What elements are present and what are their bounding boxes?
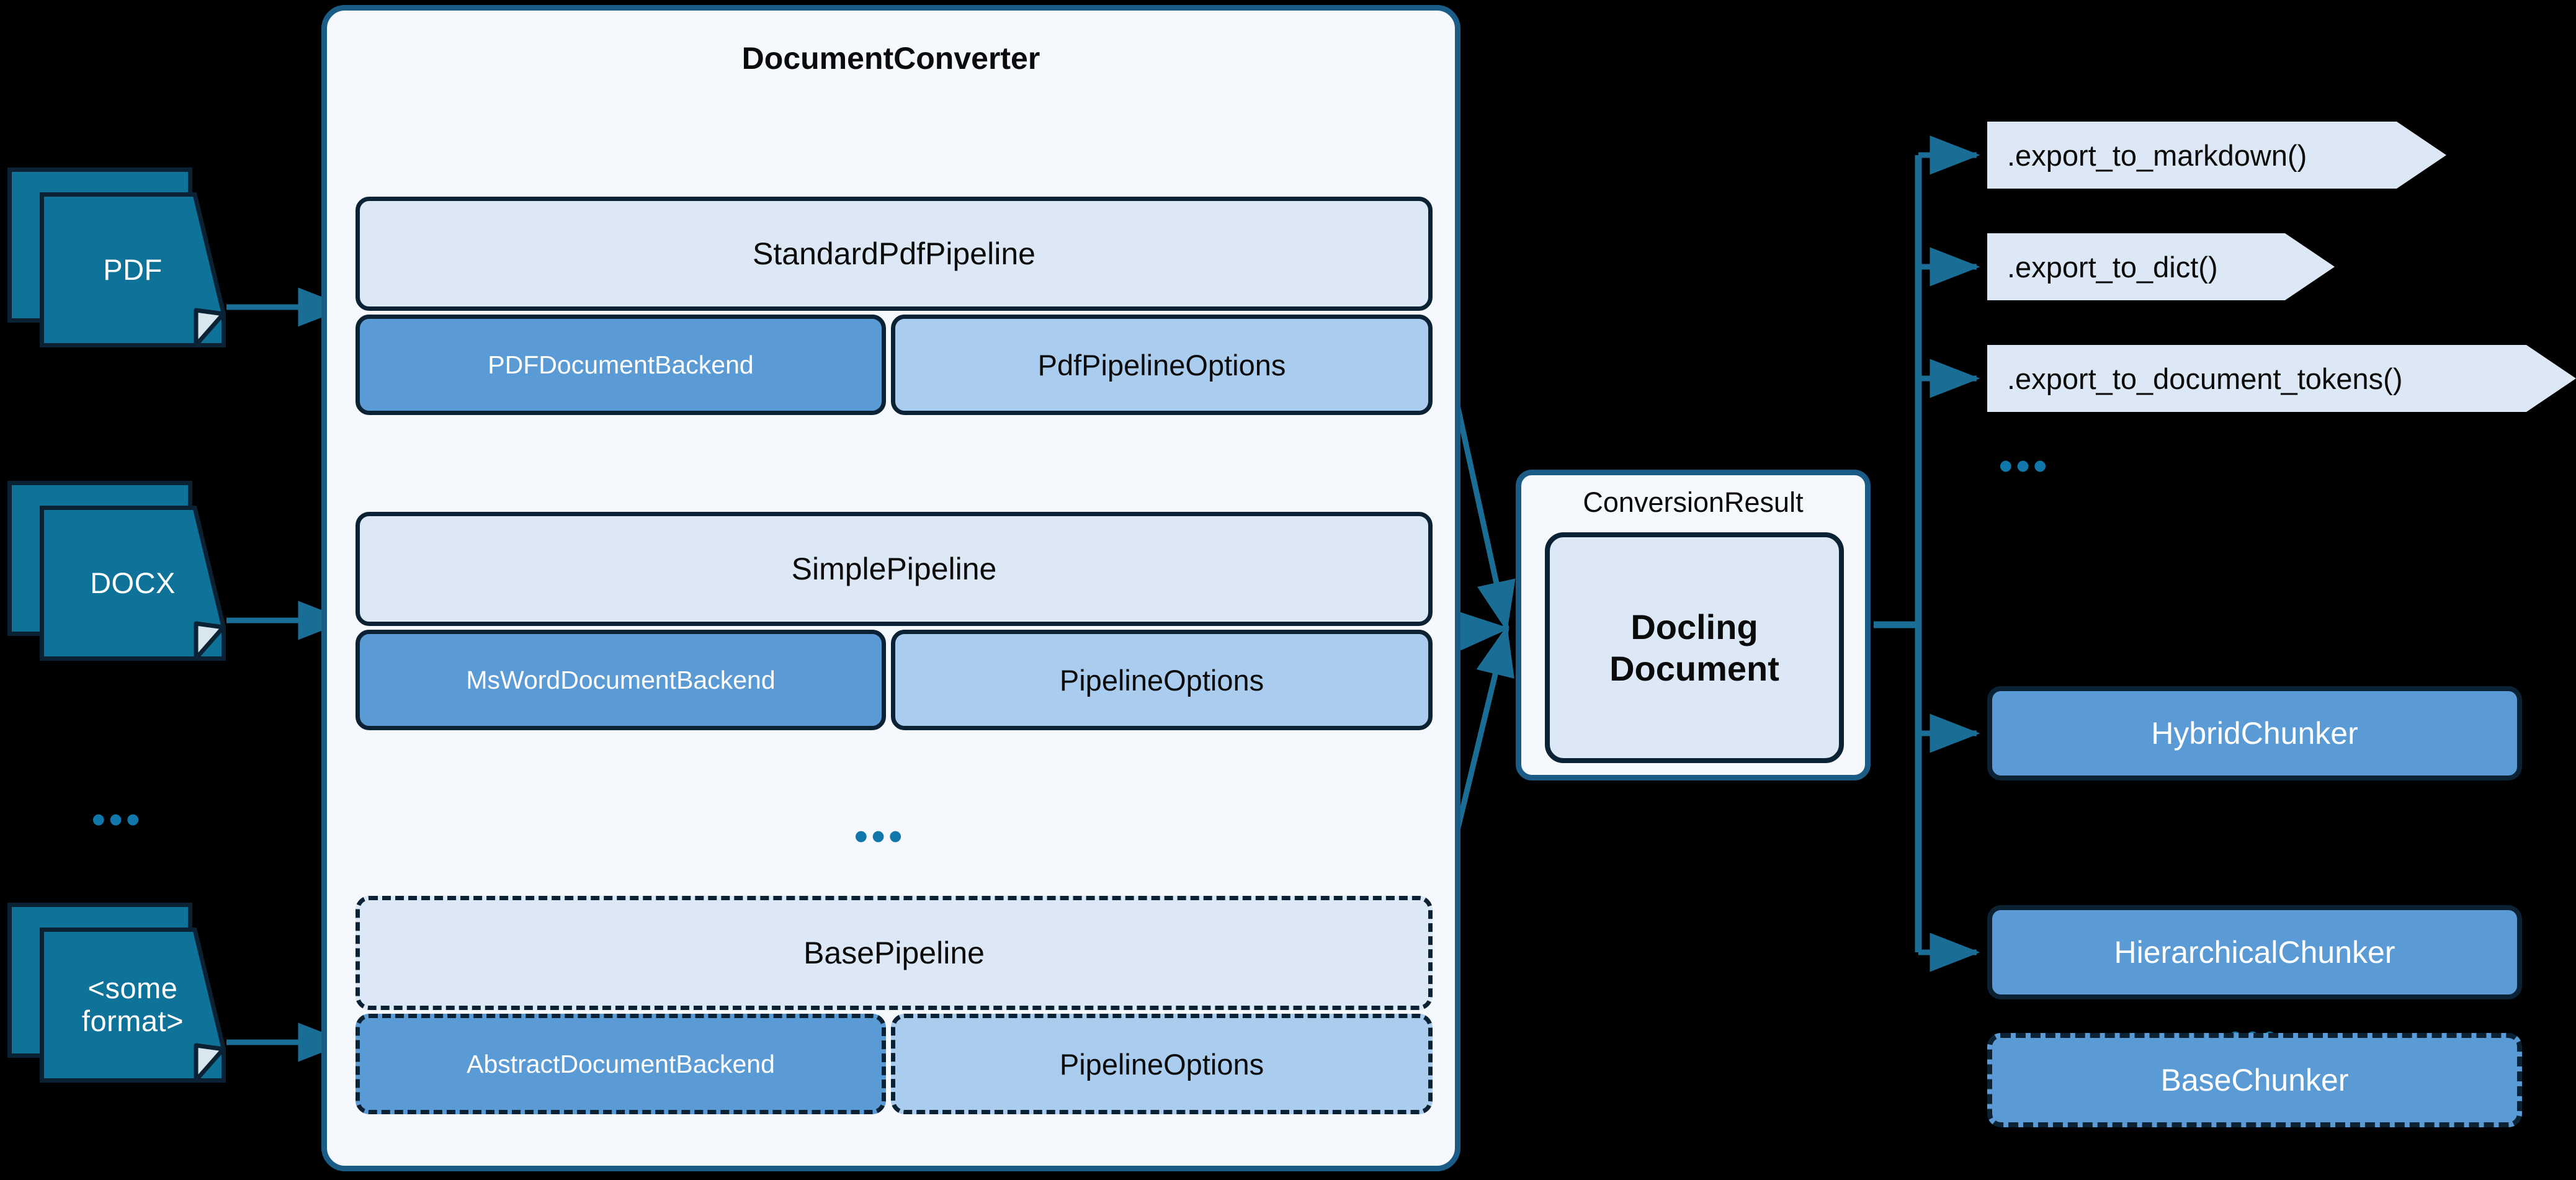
input-doc-pdf[interactable]: PDF bbox=[7, 168, 231, 354]
export-chip-label: .export_to_dict() bbox=[2007, 250, 2218, 284]
pipeline-standard-pdf[interactable]: StandardPdfPipeline PDFDocumentBackend P… bbox=[356, 197, 1433, 415]
pipeline-name: StandardPdfPipeline bbox=[356, 197, 1433, 311]
input-doc-label: PDF bbox=[103, 253, 163, 286]
chunker-hybrid[interactable]: HybridChunker bbox=[1987, 686, 2522, 780]
pipeline-name: SimplePipeline bbox=[356, 512, 1433, 626]
docling-document-line2: Document bbox=[1609, 649, 1779, 688]
pipeline-options[interactable]: PipelineOptions bbox=[891, 630, 1433, 730]
document-stack-icon bbox=[40, 192, 226, 347]
export-chip-label: .export_to_document_tokens() bbox=[2007, 362, 2403, 395]
export-chip-dict[interactable]: .export_to_dict() bbox=[1987, 233, 2335, 300]
pipeline-backend[interactable]: PDFDocumentBackend bbox=[356, 315, 886, 415]
input-doc-docx[interactable]: DOCX bbox=[7, 481, 231, 667]
exports-ellipsis: ••• bbox=[1999, 445, 2051, 488]
export-chip-markdown[interactable]: .export_to_markdown() bbox=[1987, 122, 2446, 189]
input-doc-label-line1: <some bbox=[87, 972, 178, 1005]
chunker-base[interactable]: BaseChunker bbox=[1987, 1033, 2522, 1127]
page-title: DocumentConverter bbox=[741, 41, 1040, 76]
document-stack-icon bbox=[40, 927, 226, 1083]
inputs-ellipsis: ••• bbox=[92, 798, 144, 841]
input-doc-label: <some format> bbox=[40, 927, 226, 1083]
pipeline-backend[interactable]: AbstractDocumentBackend bbox=[356, 1014, 886, 1114]
docling-document-box[interactable]: Docling Document bbox=[1545, 532, 1844, 763]
conversion-result-panel: ConversionResult Docling Document bbox=[1516, 470, 1871, 780]
pipeline-options[interactable]: PdfPipelineOptions bbox=[891, 315, 1433, 415]
docling-document-line1: Docling bbox=[1630, 607, 1758, 646]
input-doc-label-line2: format> bbox=[81, 1004, 184, 1037]
document-converter-panel: DocumentConverter StandardPdfPipeline PD… bbox=[321, 5, 1460, 1171]
chunker-label: BaseChunker bbox=[2160, 1063, 2349, 1097]
chunker-hierarchical[interactable]: HierarchicalChunker bbox=[1987, 905, 2522, 999]
export-chip-label: .export_to_markdown() bbox=[2007, 138, 2307, 172]
document-stack-icon bbox=[40, 506, 226, 661]
export-chip-document-tokens[interactable]: .export_to_document_tokens() bbox=[1987, 345, 2576, 412]
input-doc-someformat[interactable]: <some format> bbox=[7, 903, 231, 1089]
pipeline-backend[interactable]: MsWordDocumentBackend bbox=[356, 630, 886, 730]
pipeline-name: BasePipeline bbox=[356, 896, 1433, 1010]
pipeline-options[interactable]: PipelineOptions bbox=[891, 1014, 1433, 1114]
input-doc-label: DOCX bbox=[90, 566, 176, 599]
conversion-result-label: ConversionResult bbox=[1583, 486, 1804, 518]
converter-ellipsis: ••• bbox=[854, 815, 906, 858]
pipeline-simple[interactable]: SimplePipeline MsWordDocumentBackend Pip… bbox=[356, 512, 1433, 730]
chunker-label: HybridChunker bbox=[2151, 716, 2358, 751]
pipeline-base[interactable]: BasePipeline AbstractDocumentBackend Pip… bbox=[356, 896, 1433, 1114]
chunker-label: HierarchicalChunker bbox=[2114, 935, 2395, 970]
